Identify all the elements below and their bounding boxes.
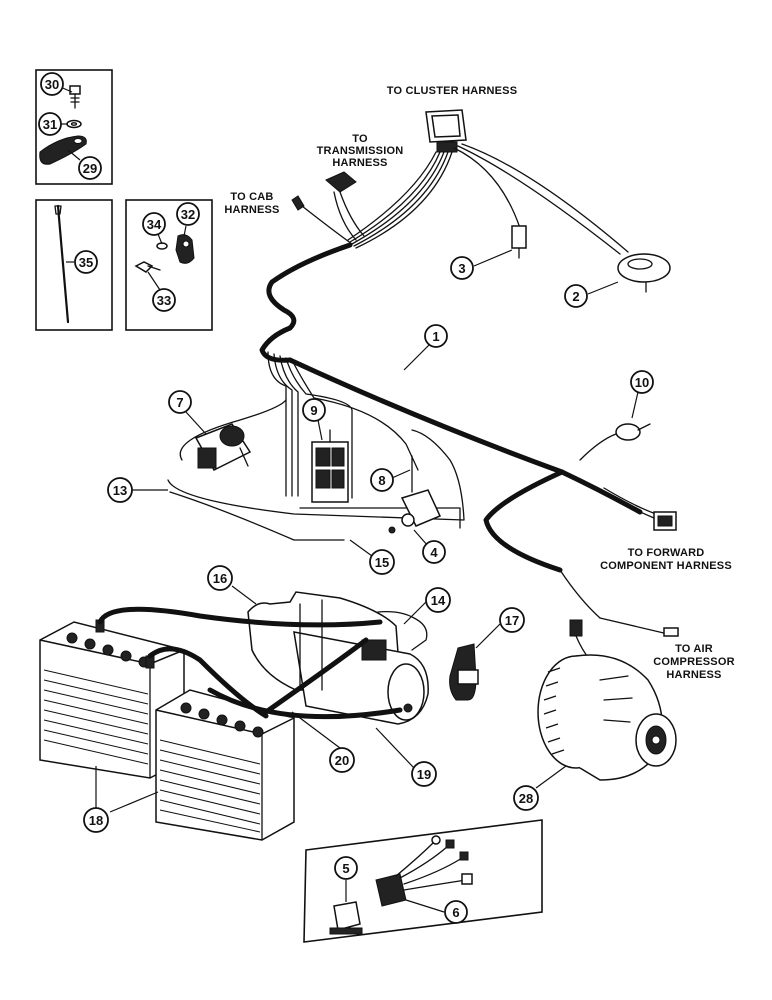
- label-transmission-line-1: TO: [352, 133, 368, 145]
- callout-28: 28: [513, 785, 539, 811]
- callout-2: 2: [564, 284, 588, 308]
- relay-4: [388, 455, 442, 534]
- callout-18: 18: [83, 807, 109, 833]
- starter-motor-16: [247, 591, 429, 725]
- svg-text:13: 13: [113, 483, 127, 498]
- svg-text:32: 32: [181, 207, 195, 222]
- callout-14: 14: [425, 587, 451, 613]
- callout-19: 19: [411, 761, 437, 787]
- svg-text:6: 6: [452, 905, 459, 920]
- callout-30: 30: [40, 72, 64, 96]
- callout-1: 1: [424, 324, 448, 348]
- svg-text:4: 4: [430, 545, 438, 560]
- relay-harness: [167, 399, 465, 541]
- inset-relay-harness: [303, 819, 543, 943]
- main-harness: [259, 109, 643, 573]
- callout-10: 10: [630, 370, 654, 394]
- callouts: 30 31 29 35 34 32 33 3 2 1 10 7 9 8 13 4…: [38, 72, 654, 924]
- label-air-line-2: COMPRESSOR: [653, 656, 734, 668]
- label-cab-line-2: HARNESS: [224, 204, 279, 216]
- harness-labels: TO CLUSTER HARNESS TO TRANSMISSION HARNE…: [224, 85, 734, 681]
- svg-text:5: 5: [342, 861, 349, 876]
- inset-cable-tie: [35, 199, 113, 331]
- svg-text:33: 33: [157, 293, 171, 308]
- label-transmission-line-3: HARNESS: [332, 157, 387, 169]
- svg-text:31: 31: [43, 117, 57, 132]
- label-cab-line-1: TO CAB: [230, 191, 273, 203]
- label-transmission-line-2: TRANSMISSION: [317, 145, 404, 157]
- svg-text:10: 10: [635, 375, 649, 390]
- callout-3: 3: [450, 256, 474, 280]
- solenoid-7: [194, 423, 252, 471]
- svg-text:9: 9: [310, 403, 317, 418]
- callout-32: 32: [176, 202, 200, 226]
- callout-4: 4: [422, 540, 446, 564]
- svg-text:35: 35: [79, 255, 93, 270]
- svg-text:18: 18: [89, 813, 103, 828]
- svg-text:30: 30: [45, 77, 59, 92]
- callout-31: 31: [38, 112, 62, 136]
- callout-6: 6: [444, 900, 468, 924]
- callout-20: 20: [329, 747, 355, 773]
- svg-text:16: 16: [213, 571, 227, 586]
- callout-7: 7: [168, 390, 192, 414]
- terminal-boot-17: [449, 643, 479, 701]
- callout-9: 9: [302, 398, 326, 422]
- svg-text:20: 20: [335, 753, 349, 768]
- battery-cables: [97, 606, 403, 720]
- battery-rear: [39, 619, 185, 779]
- air-compressor-lead: [559, 569, 679, 661]
- relay-9: [311, 429, 349, 503]
- callout-8: 8: [370, 468, 394, 492]
- sender-3: [511, 225, 527, 259]
- label-cluster-harness: TO CLUSTER HARNESS: [387, 85, 518, 97]
- svg-text:3: 3: [458, 261, 465, 276]
- battery-front: [155, 689, 295, 841]
- svg-text:29: 29: [83, 161, 97, 176]
- switch-10: [579, 423, 651, 461]
- svg-text:8: 8: [378, 473, 385, 488]
- callout-17: 17: [499, 607, 525, 633]
- svg-text:2: 2: [572, 289, 579, 304]
- sensor-2: [617, 253, 671, 293]
- alternator-28: [537, 654, 677, 781]
- label-forward-line-2: COMPONENT HARNESS: [600, 560, 732, 572]
- label-forward-line-1: TO FORWARD: [628, 547, 705, 559]
- callout-5: 5: [334, 856, 358, 880]
- callout-33: 33: [152, 288, 176, 312]
- svg-text:14: 14: [431, 593, 446, 608]
- svg-text:34: 34: [147, 217, 162, 232]
- svg-text:15: 15: [375, 555, 389, 570]
- callout-34: 34: [142, 212, 166, 236]
- callout-35: 35: [74, 250, 98, 274]
- svg-text:17: 17: [505, 613, 519, 628]
- forward-connector: [599, 487, 677, 531]
- callout-29: 29: [78, 156, 102, 180]
- svg-text:7: 7: [176, 395, 183, 410]
- callout-16: 16: [207, 565, 233, 591]
- callout-13: 13: [107, 477, 133, 503]
- svg-text:28: 28: [519, 791, 533, 806]
- svg-text:1: 1: [432, 329, 439, 344]
- svg-text:19: 19: [417, 767, 431, 782]
- label-air-line-1: TO AIR: [675, 643, 713, 655]
- label-air-line-3: HARNESS: [666, 669, 721, 681]
- callout-15: 15: [369, 549, 395, 575]
